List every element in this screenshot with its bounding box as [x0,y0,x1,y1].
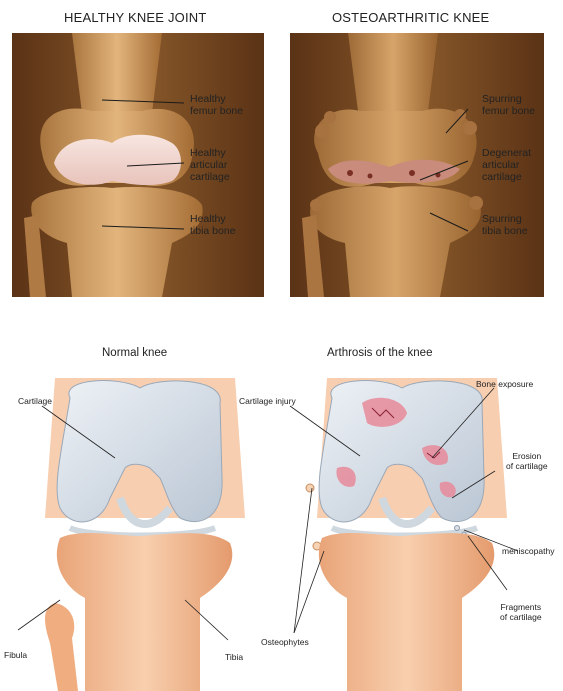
normal-knee-illustration [0,368,281,691]
bone-exposure-label: Bone exposure [476,379,533,389]
osteophytes-label: Osteophytes [261,637,309,647]
arthrosis-knee-title: Arthrosis of the knee [327,347,432,359]
healthy-knee-title: HEALTHY KNEE JOINT [64,10,207,25]
arthrosis-knee-illustration [282,368,563,691]
cartilage-injury-label: Cartilage injury [239,396,296,406]
fibula-label: Fibula [4,650,27,660]
tibia-label: Tibia [225,652,243,662]
osteoarthritic-knee-title: OSTEOARTHRITIC KNEE [332,10,489,25]
meniscopathy-label: meniscopathy [502,546,554,556]
cartilage-label: Cartilage [18,396,52,406]
normal-knee-title: Normal knee [102,347,167,359]
